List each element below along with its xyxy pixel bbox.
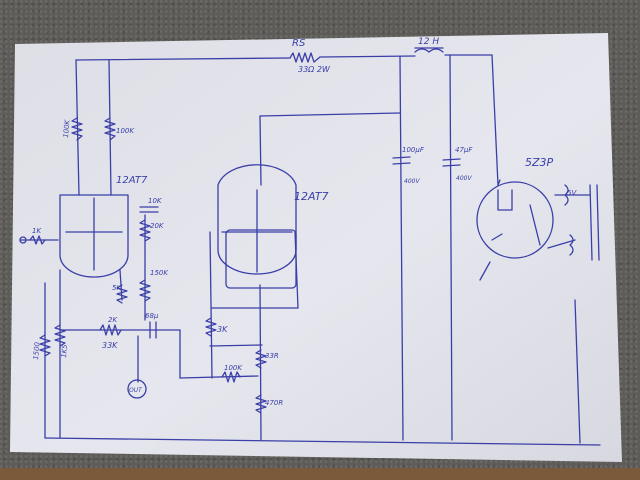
labels: RS 33Ω 2W 12 H 100K 100K 12AT7 12AT7 10K… bbox=[32, 37, 577, 407]
label-cap-68u: 68μ bbox=[145, 312, 159, 320]
label-cap-100u: 100μF bbox=[402, 146, 425, 154]
label-rs-value: 33Ω 2W bbox=[298, 65, 331, 74]
tubes bbox=[19, 164, 600, 399]
resistors bbox=[29, 52, 321, 414]
label-r-100k-b: 100K bbox=[116, 127, 135, 135]
label-r-1500: 1500 bbox=[32, 341, 42, 360]
label-r-150k: 150K bbox=[150, 269, 169, 277]
label-heater-5v: 5V bbox=[567, 189, 577, 197]
label-r-100k-a: 100K bbox=[62, 118, 72, 138]
label-cap-47u: 47μF bbox=[455, 146, 473, 154]
label-cap-100u-v: 400V bbox=[404, 178, 420, 185]
label-rect: 5Z3P bbox=[525, 156, 554, 169]
label-choke: 12 H bbox=[418, 37, 439, 47]
label-r-20k: 20K bbox=[150, 222, 165, 230]
label-r-1k5: 1K5 bbox=[60, 343, 69, 358]
label-r-10k: 10K bbox=[148, 197, 163, 205]
label-tube1: 12AT7 bbox=[116, 175, 148, 186]
label-r-3k: 3K bbox=[217, 325, 228, 334]
label-input-1k: 1K bbox=[32, 227, 42, 235]
label-cap-47u-v: 400V bbox=[456, 175, 472, 182]
label-r-2k: 2K bbox=[108, 316, 118, 324]
label-r-33r: 33R bbox=[265, 352, 279, 360]
capacitors bbox=[139, 47, 461, 339]
label-rs: RS bbox=[292, 38, 306, 49]
label-r-100k-c: 100K bbox=[224, 364, 243, 372]
label-out: OUT bbox=[129, 387, 143, 394]
floor-strip bbox=[0, 468, 640, 480]
label-r-470r: 470R bbox=[265, 399, 283, 407]
label-tube2: 12AT7 bbox=[294, 190, 328, 203]
label-r-33k: 33K bbox=[102, 341, 118, 350]
paper-sheet bbox=[10, 33, 622, 462]
label-r-5k: 5K bbox=[112, 284, 122, 292]
